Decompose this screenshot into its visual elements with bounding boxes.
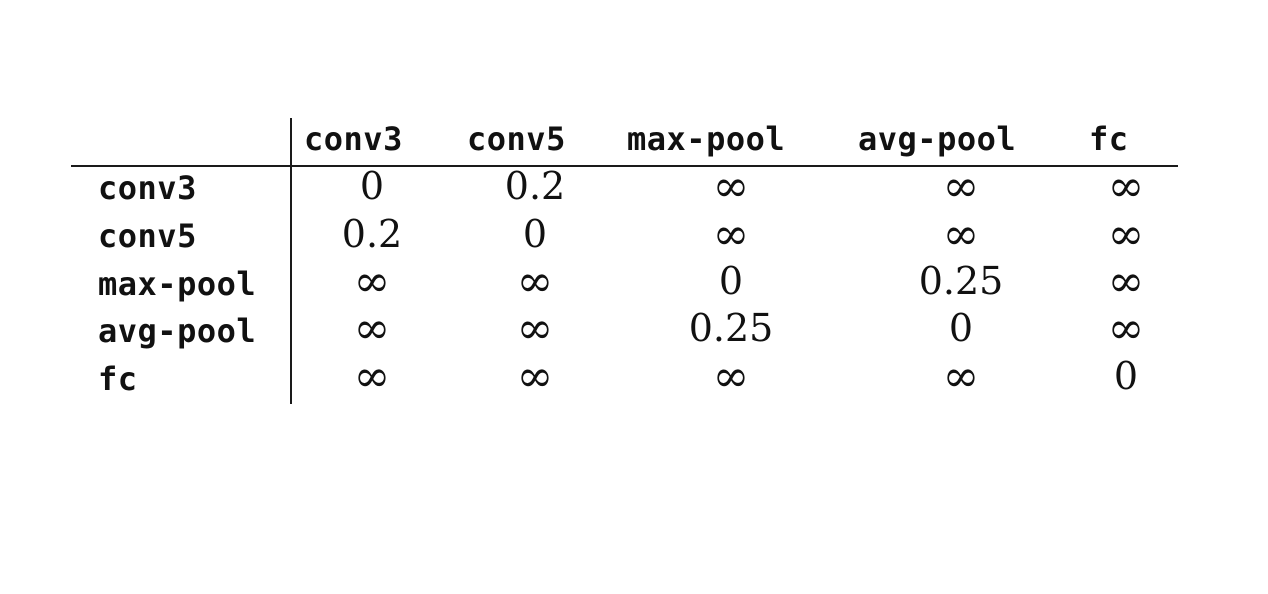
table-cell: ∞: [353, 303, 391, 354]
table-cell: ∞: [942, 161, 980, 212]
table-cell: 0: [948, 306, 974, 350]
column-header: conv5: [467, 120, 566, 158]
column-header: conv3: [304, 120, 403, 158]
column-header: avg-pool: [858, 120, 1017, 158]
table-cell: 0.2: [504, 164, 566, 208]
table-cell: ∞: [516, 303, 554, 354]
table-cell: ∞: [1107, 209, 1145, 260]
row-label: fc: [98, 360, 138, 398]
table-cell: 0: [359, 164, 385, 208]
column-header: fc: [1089, 120, 1129, 158]
column-header: max-pool: [627, 120, 786, 158]
row-label: max-pool: [98, 265, 257, 303]
table-cell: ∞: [353, 351, 391, 402]
table-cell: ∞: [942, 351, 980, 402]
distance-table: conv3 conv5 max-pool avg-pool fc conv3 c…: [71, 118, 1178, 404]
row-label: avg-pool: [98, 312, 257, 350]
table-cell: ∞: [712, 351, 750, 402]
table-cell: 0.2: [341, 212, 403, 256]
table-cell: ∞: [516, 351, 554, 402]
table-cell: ∞: [712, 209, 750, 260]
table-cell: ∞: [353, 256, 391, 307]
table-cell: 0.25: [918, 259, 1004, 303]
table-cell: ∞: [942, 209, 980, 260]
table-cell: 0.25: [688, 306, 774, 350]
table-cell: ∞: [1107, 256, 1145, 307]
table-cell: ∞: [712, 161, 750, 212]
table-cell: ∞: [516, 256, 554, 307]
row-label-rule: [290, 118, 292, 404]
table-cell: ∞: [1107, 161, 1145, 212]
table-cell: ∞: [1107, 303, 1145, 354]
table-cell: 0: [1113, 354, 1139, 398]
table-cell: 0: [718, 259, 744, 303]
row-label: conv3: [98, 169, 197, 207]
row-label: conv5: [98, 217, 197, 255]
header-rule: [71, 165, 1178, 167]
table-cell: 0: [522, 212, 548, 256]
